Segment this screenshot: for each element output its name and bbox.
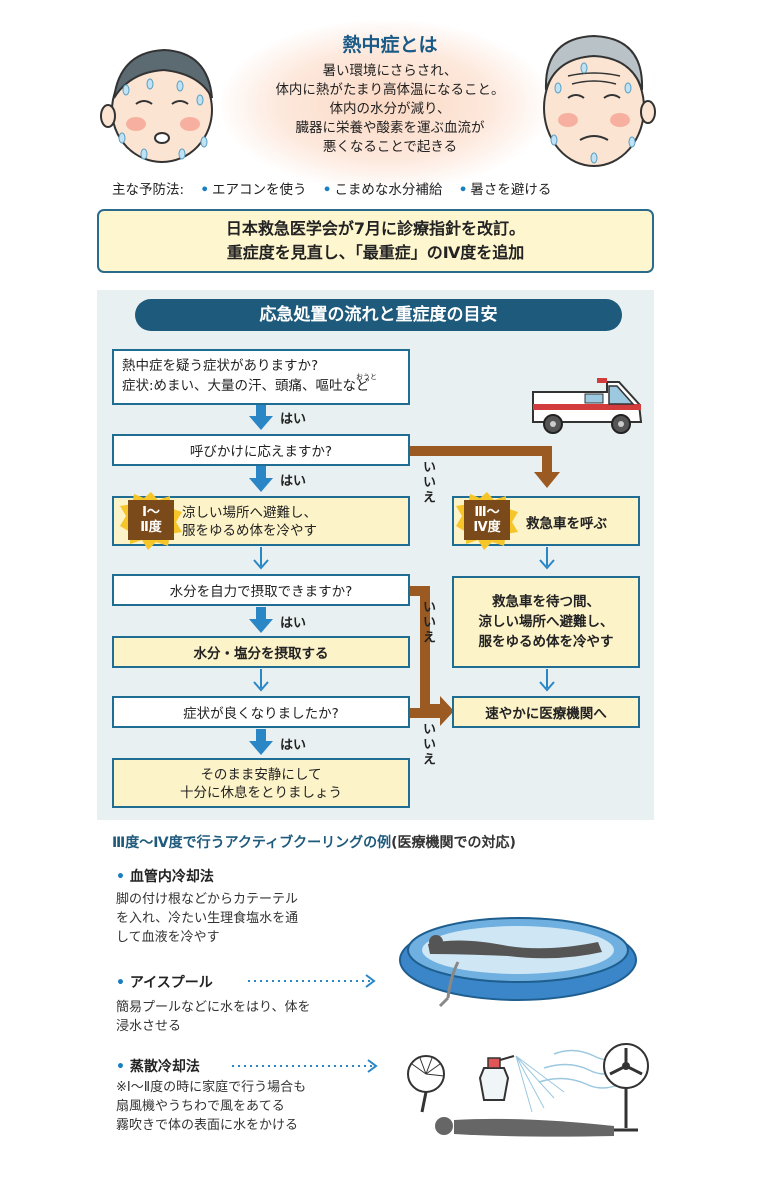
ambulance-icon <box>532 378 643 434</box>
bullet-icon: • <box>322 182 332 198</box>
no-label: いいえ <box>420 722 435 767</box>
question-response: 呼びかけに応えますか? <box>112 434 410 466</box>
severity-badge-shape <box>456 492 518 550</box>
bullet-icon: • <box>116 1059 130 1075</box>
symptom-text: 症状:めまい、大量の汗、頭痛、嘔吐など <box>122 378 370 394</box>
method-desc: ※Ⅰ〜Ⅱ度の時に家庭で行う場合も 扇風機やうちわで風をあてる 霧吹きで体の表面に… <box>116 1080 307 1133</box>
end-rest: そのまま安静にして 十分に休息をとりましょう <box>112 758 410 808</box>
cooling-title-text: Ⅲ度〜Ⅳ度で行うアクティブクーリングの例 <box>112 835 392 851</box>
action-text: 服をゆるめ体を冷やす <box>182 523 317 539</box>
yes-label: はい <box>280 616 307 631</box>
wait-text: 涼しい場所へ避難し、 <box>478 614 614 630</box>
intro-line: 暑い環境にさらされ、 <box>322 63 458 79</box>
method-desc: 簡易プールなどに水をはり、体を 浸水させる <box>116 1000 311 1034</box>
cooling-title: Ⅲ度〜Ⅳ度で行うアクティブクーリングの例(医療機関での対応) <box>112 832 516 852</box>
wait-text: 救急車を待つ間、 <box>492 594 600 610</box>
bullet-icon: • <box>116 869 130 885</box>
sweating-elder-icon <box>543 34 656 167</box>
wait-text: 服をゆるめ体を冷やす <box>478 634 614 650</box>
prevention-item: こまめな水分補給 <box>334 182 443 198</box>
severity-badge-1-2: Ⅰ〜 Ⅱ度 <box>140 505 162 535</box>
method-title: • アイスプール <box>116 975 213 991</box>
news-box: 日本救急医学会が7月に診療指針を改訂。 重症度を見直し、「最重症」のⅣ度を追加 <box>97 209 654 273</box>
prevention-row: 主な予防法: •エアコンを使う •こまめな水分補給 •暑さを避ける <box>112 178 712 198</box>
hand-fan-icon <box>407 1055 445 1113</box>
sweating-boy-icon <box>100 48 213 163</box>
question-improved: 症状が良くなりましたか? <box>112 696 410 728</box>
action-text: 涼しい場所へ避難し、 <box>182 505 317 521</box>
question-drink: 水分を自力で摂取できますか? <box>112 574 410 606</box>
intro-line: 体内の水分が減り、 <box>329 101 451 117</box>
news-line: 重症度を見直し、「最重症」のⅣ度を追加 <box>226 243 525 262</box>
question-symptoms: 熱中症を疑う症状がありますか? 症状:めまい、大量の汗、頭痛、嘔吐など おうと <box>112 349 410 405</box>
end-text: 十分に休息をとりましょう <box>180 785 342 801</box>
method-title: • 血管内冷却法 <box>116 869 214 885</box>
call-text: 救急車を呼ぶ <box>526 516 607 532</box>
bullet-icon: • <box>200 182 209 198</box>
action-go-hospital: 速やかに医療機関へ <box>452 696 640 728</box>
news-line: 日本救急医学会が7月に診療指針を改訂。 <box>225 219 526 238</box>
no-label: いいえ <box>420 600 435 645</box>
severity-badge-shape <box>120 492 182 550</box>
yes-label: はい <box>280 738 307 753</box>
yes-label: はい <box>280 474 307 489</box>
lying-person-icon <box>435 1117 614 1137</box>
end-text: そのまま安静にして <box>200 767 322 783</box>
ice-pool-icon <box>399 917 637 1008</box>
evaporative-cooling-scene <box>407 1043 649 1137</box>
bullet-icon: • <box>458 182 468 198</box>
prevention-item: 暑さを避ける <box>470 182 552 198</box>
action-hydrate: 水分・塩分を摂取する <box>112 636 410 668</box>
action-wait-ambulance: 救急車を待つ間、 涼しい場所へ避難し、 服をゆるめ体を冷やす <box>452 576 640 668</box>
fan-icon <box>603 1043 649 1132</box>
method-title: • 蒸散冷却法 <box>116 1059 200 1075</box>
method-desc: 脚の付け根などからカテーテル を入れ、冷たい生理食塩水を通 して血液を冷やす <box>116 892 299 945</box>
intro-title: 熱中症とは <box>342 34 438 56</box>
furigana: おうと <box>356 373 377 381</box>
no-arrows <box>408 446 560 726</box>
flow-connectors <box>249 404 560 755</box>
flow-title: 応急処置の流れと重症度の目安 <box>135 299 622 331</box>
yes-label: はい <box>280 412 307 427</box>
spray-bottle-icon <box>478 1055 515 1101</box>
yes-arrows <box>249 404 273 755</box>
intro-glow <box>220 20 550 190</box>
intro-line: 悪くなることで起きる <box>322 139 458 155</box>
intro-line: 体内に熱がたまり高体温になること。 <box>275 82 505 98</box>
severity-badge-3-4: Ⅲ〜 Ⅳ度 <box>473 505 501 535</box>
no-label: いいえ <box>420 460 435 505</box>
question-text: 熱中症を疑う症状がありますか? <box>122 358 319 374</box>
bullet-icon: • <box>116 975 130 991</box>
prevention-item: エアコンを使う <box>212 182 307 198</box>
intro-line: 臓器に栄養や酸素を運ぶ血流が <box>295 120 485 136</box>
cooling-subtitle: (医療機関での対応) <box>391 835 516 851</box>
prevention-label: 主な予防法: <box>112 182 185 198</box>
